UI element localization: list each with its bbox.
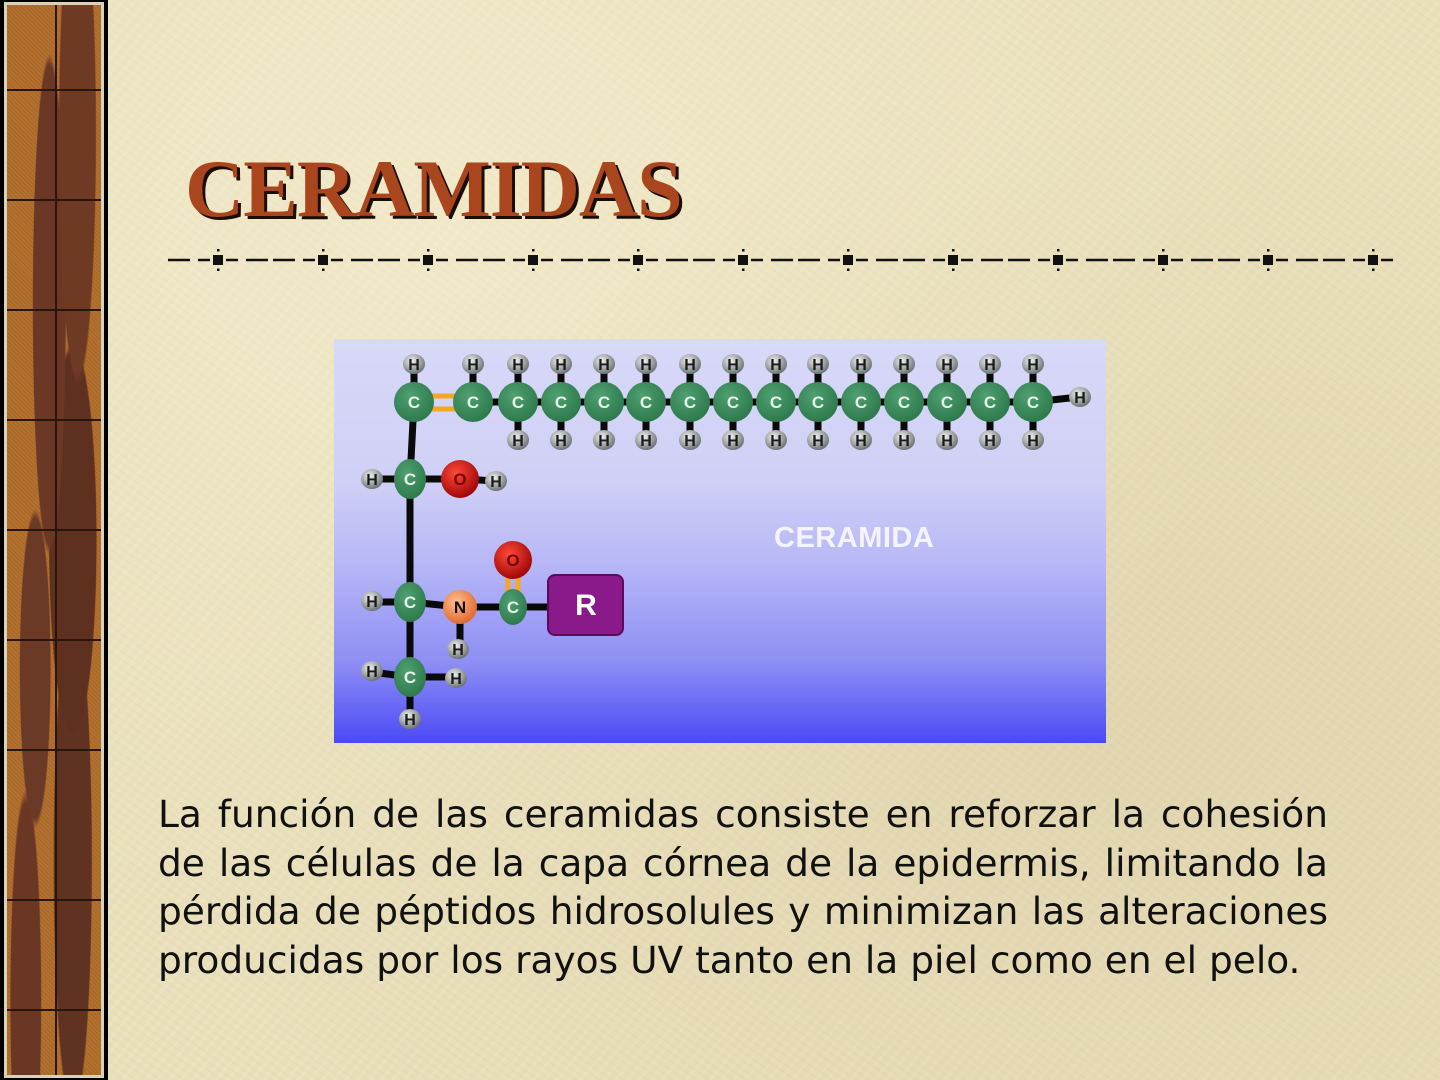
svg-text:H: H	[452, 642, 464, 659]
svg-text:H: H	[598, 357, 610, 374]
decorative-sidebar	[0, 0, 108, 1080]
svg-text:C: C	[404, 668, 416, 687]
svg-text:O: O	[453, 470, 466, 489]
svg-text:H: H	[450, 671, 462, 688]
svg-text:H: H	[408, 357, 420, 374]
svg-text:H: H	[1027, 357, 1039, 374]
svg-text:H: H	[1027, 433, 1039, 450]
svg-text:C: C	[404, 593, 416, 612]
svg-text:C: C	[812, 393, 824, 412]
svg-text:H: H	[684, 433, 696, 450]
svg-text:H: H	[555, 433, 567, 450]
svg-text:H: H	[941, 357, 953, 374]
svg-text:H: H	[770, 357, 782, 374]
svg-text:H: H	[467, 357, 479, 374]
svg-text:C: C	[684, 393, 696, 412]
sidebar-divider	[7, 749, 101, 751]
svg-text:C: C	[467, 393, 479, 412]
svg-text:H: H	[404, 712, 416, 729]
svg-text:H: H	[898, 433, 910, 450]
svg-text:H: H	[512, 357, 524, 374]
sidebar-divider	[7, 89, 101, 91]
sidebar-divider	[7, 529, 101, 531]
svg-text:H: H	[855, 357, 867, 374]
svg-text:H: H	[898, 357, 910, 374]
svg-text:C: C	[727, 393, 739, 412]
sidebar-divider	[55, 5, 57, 1075]
sidebar-texture-panel	[4, 2, 104, 1078]
svg-text:C: C	[1027, 393, 1039, 412]
svg-text:H: H	[640, 357, 652, 374]
sidebar-divider	[7, 1009, 101, 1011]
body-paragraph: La función de las ceramidas consiste en …	[158, 792, 1328, 982]
svg-text:H: H	[366, 594, 378, 611]
svg-text:N: N	[454, 598, 466, 617]
sidebar-divider	[7, 199, 101, 201]
svg-text:H: H	[727, 357, 739, 374]
svg-text:R: R	[575, 589, 597, 622]
svg-text:H: H	[640, 433, 652, 450]
svg-text:H: H	[555, 357, 567, 374]
svg-text:H: H	[941, 433, 953, 450]
dashed-divider	[168, 249, 1393, 271]
svg-text:H: H	[770, 433, 782, 450]
svg-text:C: C	[598, 393, 610, 412]
svg-text:H: H	[812, 433, 824, 450]
svg-text:H: H	[366, 664, 378, 681]
svg-text:H: H	[984, 433, 996, 450]
svg-text:H: H	[366, 472, 378, 489]
sidebar-divider	[7, 419, 101, 421]
svg-text:O: O	[506, 551, 519, 570]
sidebar-divider	[7, 639, 101, 641]
svg-text:H: H	[512, 433, 524, 450]
svg-text:H: H	[727, 433, 739, 450]
svg-text:H: H	[598, 433, 610, 450]
svg-text:C: C	[408, 393, 420, 412]
svg-text:C: C	[984, 393, 996, 412]
figure-label: CERAMIDA	[774, 522, 935, 554]
svg-text:H: H	[812, 357, 824, 374]
slide-title: CERAMIDAS	[185, 143, 683, 234]
svg-text:H: H	[490, 474, 502, 491]
svg-text:H: H	[684, 357, 696, 374]
svg-text:C: C	[855, 393, 867, 412]
svg-text:C: C	[507, 598, 519, 617]
sidebar-divider	[7, 309, 101, 311]
svg-text:H: H	[984, 357, 996, 374]
svg-text:C: C	[404, 470, 416, 489]
svg-text:C: C	[770, 393, 782, 412]
svg-text:C: C	[555, 393, 567, 412]
sidebar-divider	[7, 899, 101, 901]
svg-text:H: H	[855, 433, 867, 450]
svg-text:C: C	[941, 393, 953, 412]
svg-text:C: C	[898, 393, 910, 412]
svg-text:C: C	[640, 393, 652, 412]
svg-text:C: C	[512, 393, 524, 412]
svg-text:H: H	[1074, 390, 1086, 407]
